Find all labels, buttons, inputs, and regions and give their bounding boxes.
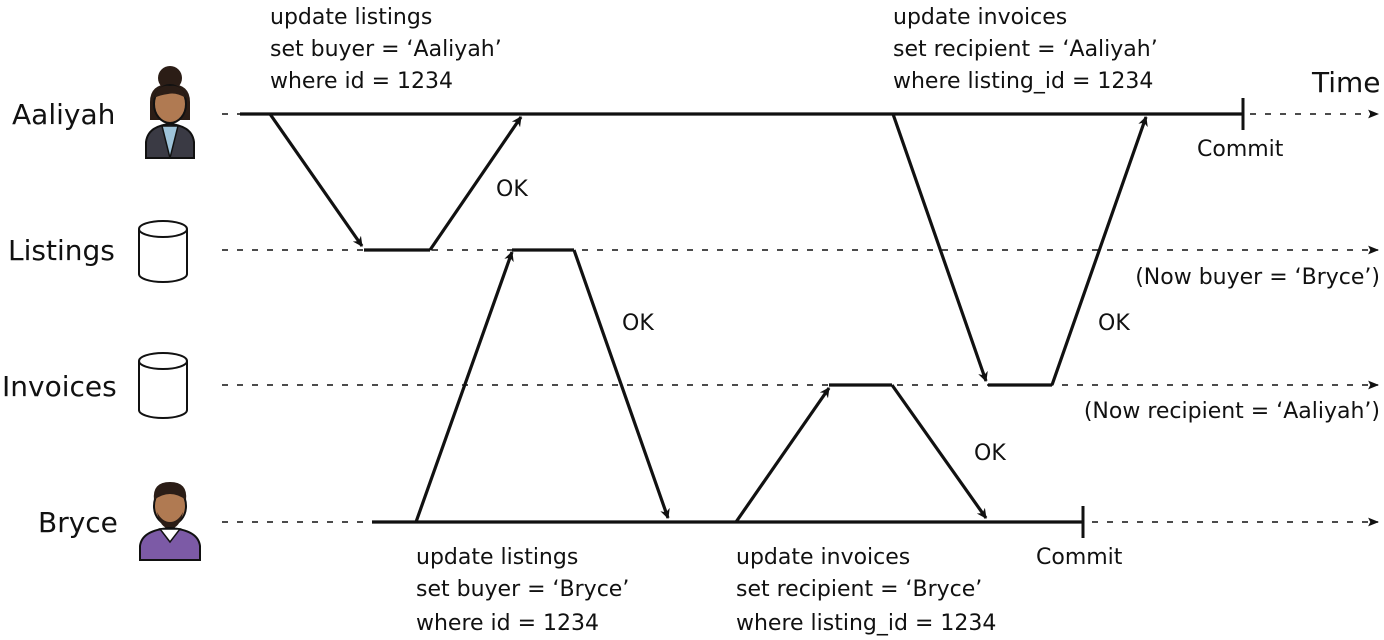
listings-state-note: (Now buyer = ‘Bryce’): [1135, 265, 1380, 290]
man-avatar-icon: [139, 482, 201, 561]
invoices-state-note: (Now recipient = ‘Aaliyah’): [1084, 399, 1380, 424]
lane-label-invoices: Invoices: [2, 370, 117, 403]
svg-text:update listings: update listings: [416, 545, 578, 570]
time-axis-label: Time: [1311, 66, 1381, 99]
svg-text:where id = 1234: where id = 1234: [270, 69, 453, 94]
invoices-bryce-ok-arrow: [890, 384, 988, 519]
svg-text:update invoices: update invoices: [736, 545, 910, 570]
svg-text:where listing_id = 1234: where listing_id = 1234: [736, 611, 996, 636]
bryce-query-invoices: update invoices set recipient = ‘Bryce’ …: [736, 545, 996, 636]
woman-avatar-icon: [145, 66, 195, 159]
svg-text:update invoices: update invoices: [893, 5, 1067, 30]
ok-label-listings-bryce: OK: [622, 311, 654, 336]
listings-bryce-ok-arrow: [572, 249, 670, 519]
bryce-commit-label: Commit: [1036, 545, 1123, 570]
lane-label-listings: Listings: [8, 234, 115, 267]
bryce-listings-request-arrow: [414, 251, 514, 523]
svg-text:set buyer = ‘Bryce’: set buyer = ‘Bryce’: [416, 577, 629, 602]
svg-text:set buyer = ‘Aaliyah’: set buyer = ‘Aaliyah’: [270, 37, 502, 62]
aaliyah-commit-label: Commit: [1197, 137, 1284, 162]
aaliyah-query-listings: update listings set buyer = ‘Aaliyah’ wh…: [270, 5, 502, 94]
listings-aaliyah-ok-arrow: [428, 116, 523, 251]
lane-label-aaliyah: Aaliyah: [12, 98, 115, 131]
ok-label-listings-aaliyah: OK: [496, 177, 528, 202]
aaliyah-query-invoices: update invoices set recipient = ‘Aaliyah…: [893, 5, 1158, 94]
aaliyah-invoices-request-arrow: [891, 113, 988, 382]
ok-label-invoices-aaliyah: OK: [1098, 311, 1130, 336]
bryce-invoices-request-arrow: [734, 387, 831, 523]
bryce-query-listings: update listings set buyer = ‘Bryce’ wher…: [416, 545, 629, 636]
ok-label-invoices-bryce: OK: [974, 441, 1006, 466]
svg-text:set recipient = ‘Aaliyah’: set recipient = ‘Aaliyah’: [893, 37, 1158, 62]
database-cylinder-icon: [138, 352, 188, 419]
svg-text:where listing_id = 1234: where listing_id = 1234: [893, 69, 1153, 94]
lane-label-bryce: Bryce: [38, 506, 118, 539]
svg-text:set recipient = ‘Bryce’: set recipient = ‘Bryce’: [736, 577, 982, 602]
aaliyah-listings-request-arrow: [268, 113, 364, 247]
svg-text:where id = 1234: where id = 1234: [416, 611, 599, 636]
invoices-aaliyah-ok-arrow: [1050, 116, 1148, 386]
svg-text:update listings: update listings: [270, 5, 432, 30]
database-cylinder-icon: [138, 220, 188, 283]
